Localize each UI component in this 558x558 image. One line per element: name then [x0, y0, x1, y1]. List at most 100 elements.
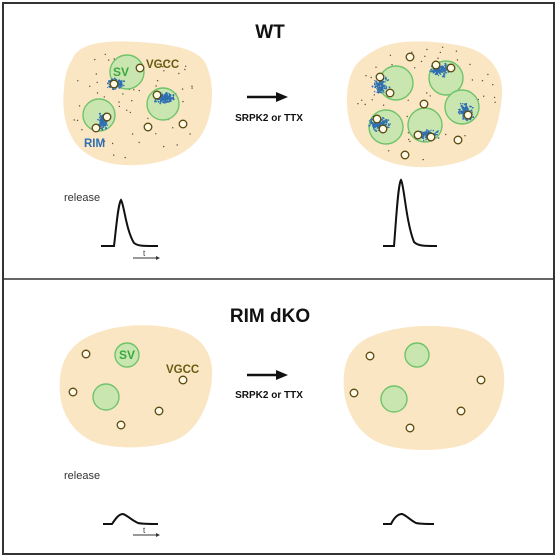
rim-dot — [167, 97, 170, 100]
rim-dot — [170, 98, 172, 101]
rim-dot — [438, 71, 440, 74]
rim-dot — [99, 115, 102, 118]
vgcc-label: VGCC — [166, 364, 199, 376]
scatter-dot — [429, 95, 431, 97]
rim-dot — [442, 74, 445, 77]
synaptic-vesicle — [378, 65, 414, 101]
vgcc-channel — [453, 135, 463, 145]
rim-dot — [163, 94, 165, 96]
vgcc-channel — [446, 63, 456, 73]
rim-dot — [459, 108, 461, 110]
rim-dot — [378, 84, 381, 86]
wt-arrow — [247, 92, 288, 102]
rim-dot — [376, 127, 379, 129]
rim-dot — [161, 93, 164, 96]
scatter-dot — [118, 101, 120, 103]
rim-dot — [384, 123, 387, 126]
scatter-dot — [426, 48, 428, 51]
rim-dot — [379, 87, 382, 89]
rim-dot — [385, 119, 388, 121]
wt-terminal-before: SV VGCC RIM — [63, 41, 213, 166]
vgcc-channel — [81, 349, 91, 359]
rim-dot — [374, 124, 376, 127]
vgcc-channel — [463, 110, 473, 120]
rim-dot — [374, 129, 376, 131]
rim-dot — [426, 132, 428, 134]
scatter-dot — [469, 63, 471, 66]
scatter-dot — [439, 51, 441, 54]
rim-dot — [385, 76, 387, 78]
scatter-dot — [155, 133, 157, 135]
rim-dot — [381, 82, 383, 85]
dko-arrow-caption: SRPK2 or TTX — [235, 390, 303, 401]
rim-dot — [462, 106, 464, 108]
rim-dot — [106, 82, 109, 85]
dko-release-label: release — [64, 470, 100, 482]
vgcc-channel — [419, 99, 429, 109]
rim-dot — [103, 123, 105, 126]
sv-label: SV — [113, 65, 129, 79]
rim-dot — [98, 119, 100, 121]
scatter-dot — [104, 53, 107, 56]
rim-dot — [472, 116, 475, 119]
rim-dot — [121, 80, 123, 82]
rim-dot — [458, 110, 461, 112]
rim-dot — [373, 83, 376, 86]
rim-dot — [163, 99, 166, 102]
rim-dot — [383, 84, 385, 86]
scatter-dot — [96, 92, 99, 94]
scatter-dot — [456, 59, 459, 61]
rim-dot — [105, 121, 107, 123]
rim-dot — [430, 129, 432, 131]
vgcc-channel — [102, 112, 112, 122]
rim-dot — [172, 95, 175, 97]
vgcc-channel — [385, 88, 395, 98]
scatter-dot — [81, 129, 83, 131]
rim-dot — [427, 131, 430, 133]
rim-label: RIM — [84, 138, 105, 150]
scatter-dot — [185, 65, 187, 68]
scatter-dot — [411, 51, 413, 53]
rim-dot — [465, 102, 468, 105]
scatter-dot — [414, 67, 416, 69]
rim-dot — [377, 88, 380, 90]
scatter-dot — [406, 115, 408, 118]
rim-dot — [115, 79, 118, 81]
rim-dot — [153, 100, 157, 103]
rim-dot — [168, 96, 170, 98]
rim-dot — [385, 85, 387, 87]
rim-dot — [99, 122, 101, 124]
scatter-dot — [445, 133, 447, 136]
rim-dot — [387, 119, 390, 121]
rim-dot — [437, 74, 440, 77]
rim-dot — [118, 86, 121, 89]
rim-dot — [425, 129, 428, 132]
rim-dot — [387, 123, 390, 125]
scatter-dot — [184, 68, 186, 71]
rim-dot — [458, 108, 460, 111]
rim-dot — [464, 110, 466, 112]
rim-dot — [165, 101, 168, 104]
scatter-dot — [156, 63, 159, 65]
rim-dot — [460, 111, 463, 114]
rim-dot — [462, 118, 464, 120]
scatter-dot — [494, 101, 496, 104]
rim-dot — [382, 117, 385, 120]
vgcc-channel — [456, 406, 466, 416]
rim-dot — [436, 130, 439, 133]
rim-dot — [441, 65, 443, 68]
synaptic-vesicle — [404, 342, 430, 368]
scatter-dot — [464, 135, 466, 137]
rim-dot — [442, 72, 445, 74]
scatter-dot — [441, 46, 444, 48]
scatter-dot — [138, 141, 140, 144]
rim-dot — [381, 118, 383, 120]
rim-dot — [385, 120, 388, 123]
rim-dot — [379, 89, 382, 91]
rim-dot — [471, 106, 474, 109]
vgcc-channel — [109, 79, 119, 89]
rim-dot — [373, 90, 376, 93]
rim-dot — [381, 89, 383, 92]
rim-dot — [105, 127, 107, 129]
scatter-dot — [178, 72, 180, 75]
